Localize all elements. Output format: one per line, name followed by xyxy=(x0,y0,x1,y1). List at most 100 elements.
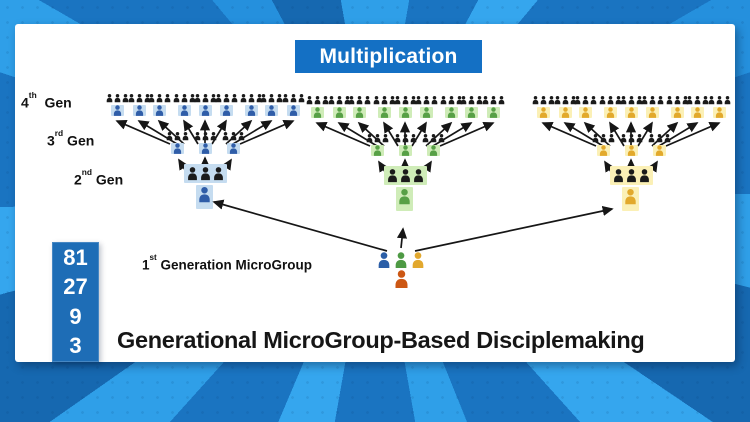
person-icon xyxy=(194,93,200,103)
person-icon xyxy=(476,95,482,105)
person-icon xyxy=(615,95,621,105)
gen4-disciple-icon xyxy=(444,107,458,118)
gen2-leader-icon xyxy=(196,185,213,209)
gen4-disciple-icon xyxy=(670,107,684,118)
gen4-group xyxy=(460,94,482,118)
gen4-disciple-icon xyxy=(712,107,726,118)
micro-group-icon xyxy=(641,94,664,106)
person-icon xyxy=(402,133,408,143)
person-icon xyxy=(222,105,230,116)
person-icon xyxy=(627,107,635,118)
person-icon xyxy=(202,93,208,103)
person-icon xyxy=(489,107,497,118)
micro-group-icon xyxy=(366,132,389,144)
gen3-group xyxy=(394,132,416,156)
person-icon xyxy=(693,107,701,118)
gen4-group xyxy=(348,94,370,118)
gen2-group xyxy=(610,166,653,185)
gen4-disciple-icon xyxy=(152,105,166,116)
person-icon xyxy=(355,107,363,118)
person-icon xyxy=(422,107,430,118)
micro-group-icon xyxy=(215,92,238,104)
person-icon xyxy=(155,105,163,116)
micro-group-icon xyxy=(532,94,555,106)
gen4-group xyxy=(554,94,576,118)
gen4-group xyxy=(373,94,395,118)
gen4-disciple-icon xyxy=(645,107,659,118)
gen4-group xyxy=(306,94,328,118)
person-icon xyxy=(189,93,195,103)
person-icon xyxy=(210,93,216,103)
person-icon xyxy=(562,95,568,105)
generation-tree-blue xyxy=(95,92,315,209)
person-icon xyxy=(447,107,455,118)
gen4-disciple-icon xyxy=(177,105,191,116)
person-icon xyxy=(164,93,170,103)
gen4-group xyxy=(148,92,170,116)
person-icon xyxy=(248,93,254,103)
person-icon xyxy=(328,95,334,105)
person-icon xyxy=(122,93,128,103)
gen4-group xyxy=(532,94,554,118)
slide-title: Generational MicroGroup-Based Disciplema… xyxy=(117,327,645,353)
person-icon xyxy=(640,169,649,183)
person-icon xyxy=(389,95,395,105)
person-icon xyxy=(438,133,444,143)
person-icon xyxy=(431,95,437,105)
person-icon xyxy=(113,105,121,116)
micro-group-icon xyxy=(166,130,189,142)
person-icon xyxy=(166,131,172,141)
gen4-disciple-icon xyxy=(558,107,572,118)
person-icon xyxy=(620,95,626,105)
person-icon xyxy=(174,131,180,141)
person-icon xyxy=(412,252,424,268)
person-icon xyxy=(636,133,642,143)
person-icon xyxy=(627,145,635,156)
multiplication-banner: Multiplication xyxy=(295,40,482,73)
person-icon xyxy=(128,93,134,103)
person-icon xyxy=(395,270,407,288)
gen3-disciple-icon xyxy=(652,145,666,156)
gen4-group xyxy=(708,94,730,118)
person-icon xyxy=(440,95,446,105)
person-icon xyxy=(574,95,580,105)
person-icon xyxy=(648,133,654,143)
person-icon xyxy=(289,105,297,116)
person-icon xyxy=(482,95,488,105)
gen4-group xyxy=(440,94,462,118)
person-icon xyxy=(181,93,187,103)
person-icon xyxy=(636,95,642,105)
person-icon xyxy=(554,95,560,105)
micro-group-icon xyxy=(194,92,217,104)
micro-group-icon xyxy=(348,94,371,106)
gen4-group xyxy=(173,92,195,116)
micro-group-icon xyxy=(592,132,615,144)
person-icon xyxy=(394,133,400,143)
person-icon xyxy=(230,131,236,141)
person-icon xyxy=(674,95,680,105)
person-icon xyxy=(673,107,681,118)
micro-group-icon xyxy=(482,94,505,106)
gen4-disciple-icon xyxy=(419,107,433,118)
person-icon xyxy=(214,167,223,181)
person-icon xyxy=(378,252,390,268)
micro-group-icon xyxy=(128,92,151,104)
micro-group-icon xyxy=(173,92,196,104)
person-icon xyxy=(298,93,304,103)
gen4-disciple-icon xyxy=(536,107,550,118)
person-icon xyxy=(373,95,379,105)
person-icon xyxy=(460,95,466,105)
gen2-leader-icon xyxy=(396,187,413,211)
generation-tree-green xyxy=(295,94,515,211)
person-icon xyxy=(336,95,342,105)
gen4-disciple-icon xyxy=(310,107,324,118)
person-icon xyxy=(649,95,655,105)
gen3-disciple-icon xyxy=(226,143,240,154)
gen4-disciple-icon xyxy=(352,107,366,118)
person-icon xyxy=(306,95,312,105)
person-icon xyxy=(600,133,606,143)
generation-counts-box: 81 27 9 3 xyxy=(52,242,99,362)
gen3-disciple-icon xyxy=(398,145,412,156)
gen4-disciple-icon xyxy=(219,105,233,116)
